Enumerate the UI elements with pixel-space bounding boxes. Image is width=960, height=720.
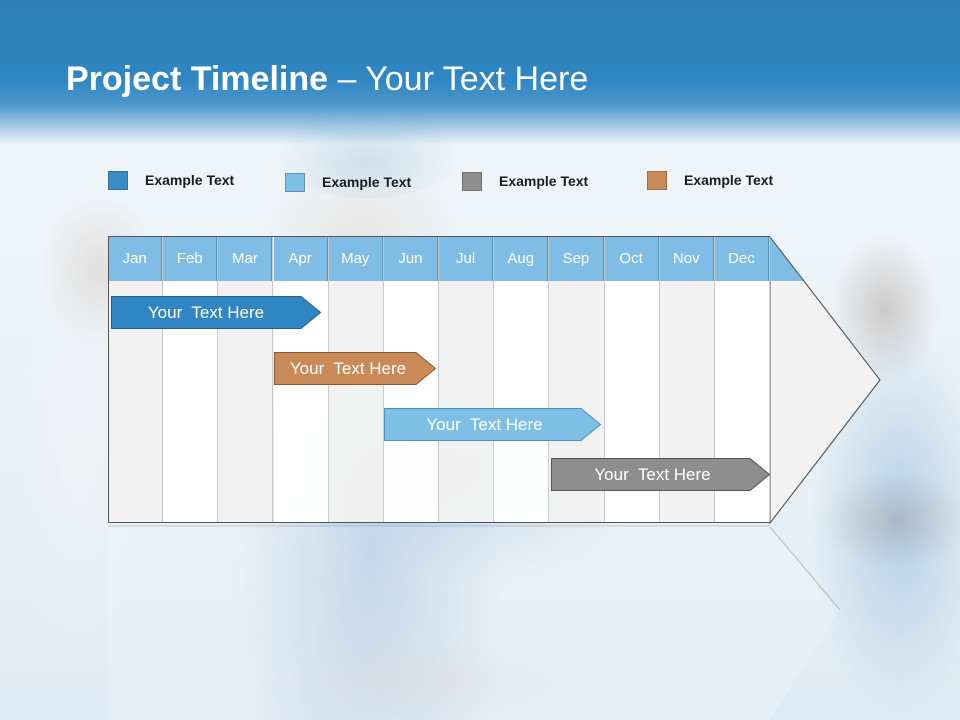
task-bar-3-shape bbox=[384, 408, 601, 441]
task-bar-2-label: Your Text Here bbox=[289, 358, 407, 378]
task-bar-3: Your Text Here bbox=[384, 408, 601, 441]
legend-label-4: Example Text bbox=[684, 172, 774, 188]
task-bar-4: Your Text Here bbox=[551, 458, 770, 491]
month-label-jul: Jul bbox=[439, 236, 494, 281]
task-bar-2: Your Text Here bbox=[274, 352, 436, 385]
month-label-dec: Dec bbox=[714, 236, 770, 281]
header-banner bbox=[0, 0, 960, 145]
task-bar-4-label: Your Text Here bbox=[594, 464, 711, 484]
month-column-mar: Mar bbox=[218, 236, 274, 523]
month-label-aug: Aug bbox=[494, 236, 549, 281]
legend-swatch-2 bbox=[285, 172, 305, 192]
month-column-jan: Jan bbox=[108, 236, 164, 523]
legend-swatch-4 bbox=[647, 170, 667, 190]
month-label-nov: Nov bbox=[659, 236, 714, 281]
month-label-jan: Jan bbox=[108, 236, 163, 281]
task-bar-1: Your Text Here bbox=[111, 296, 321, 329]
legend-label-1: Example Text bbox=[145, 172, 235, 188]
task-bar-4-shape bbox=[551, 458, 770, 491]
legend-swatch-1 bbox=[108, 170, 128, 190]
task-bar-2-shape bbox=[274, 352, 436, 385]
month-column-aug: Aug bbox=[494, 236, 550, 523]
task-bar-1-shape bbox=[111, 296, 321, 329]
task-bar-3-label: Your Text Here bbox=[426, 414, 543, 434]
month-label-apr: Apr bbox=[273, 236, 328, 281]
month-label-feb: Feb bbox=[163, 236, 218, 281]
legend-item-1: Example Text bbox=[108, 170, 234, 190]
page-title: Project Timeline – Your Text Here bbox=[66, 60, 588, 99]
month-label-oct: Oct bbox=[604, 236, 659, 281]
month-column-jul: Jul bbox=[439, 236, 495, 523]
legend-swatch-3 bbox=[462, 171, 482, 191]
legend-label-3: Example Text bbox=[499, 173, 589, 189]
month-label-mar: Mar bbox=[218, 236, 273, 281]
legend-item-2: Example Text bbox=[285, 172, 411, 192]
task-bar-1-label: Your Text Here bbox=[147, 302, 265, 322]
title-bold: Project Timeline bbox=[66, 60, 329, 98]
month-label-sep: Sep bbox=[549, 236, 604, 281]
month-label-jun: Jun bbox=[383, 236, 438, 281]
legend-item-4: Example Text bbox=[647, 170, 773, 190]
title-rest: – Your Text Here bbox=[328, 60, 589, 98]
month-label-may: May bbox=[328, 236, 383, 281]
month-column-feb: Feb bbox=[163, 236, 219, 523]
legend-item-3: Example Text bbox=[462, 171, 588, 191]
legend-label-2: Example Text bbox=[322, 174, 412, 190]
